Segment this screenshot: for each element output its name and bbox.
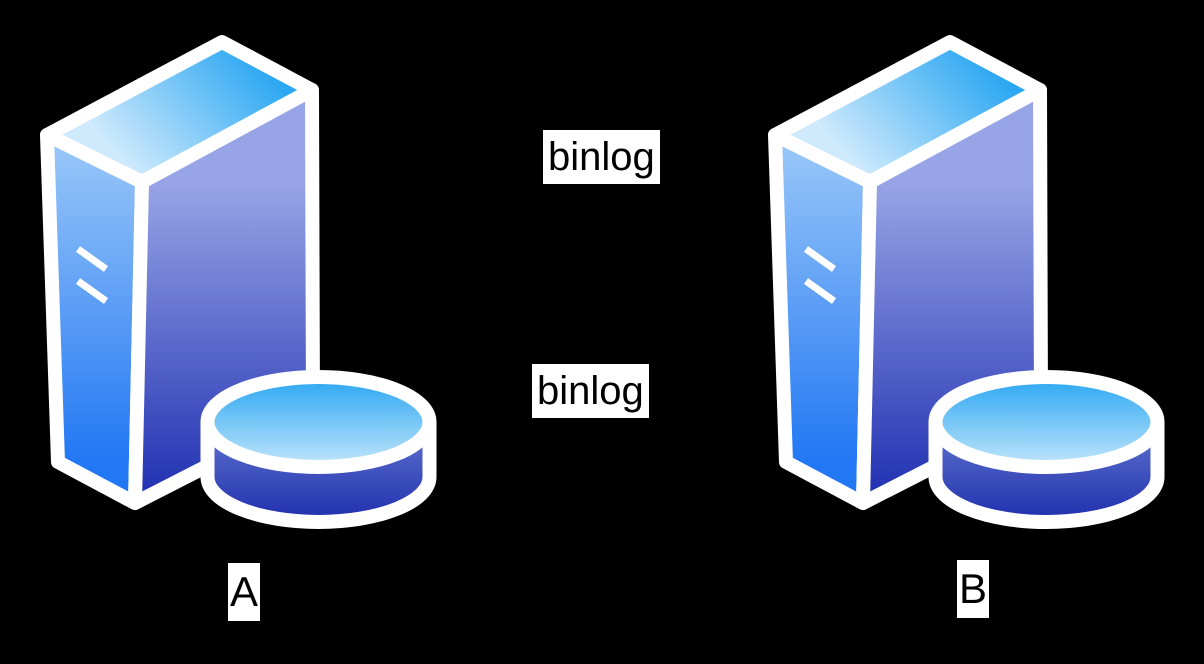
node-b-label: B <box>957 560 990 618</box>
binlog-label-middle: binlog <box>532 364 649 418</box>
server-a-with-database-icon <box>33 30 443 532</box>
node-a-label: A <box>228 563 261 621</box>
binlog-label-top: binlog <box>543 130 660 184</box>
server-b-with-database-icon <box>761 30 1171 532</box>
